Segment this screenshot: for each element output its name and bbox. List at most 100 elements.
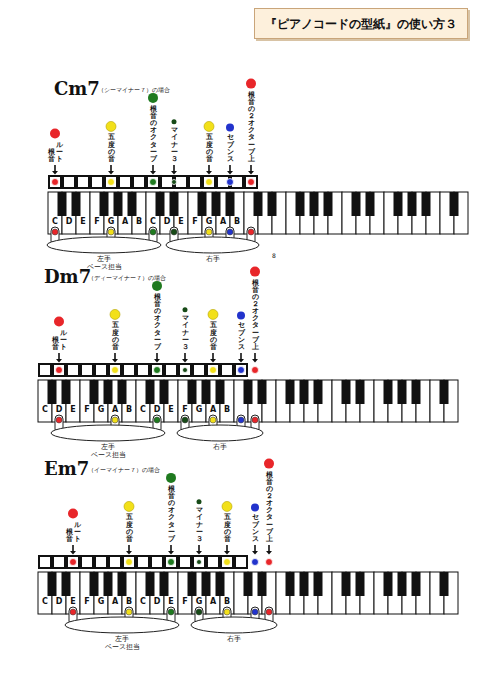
chord-name: Em7 bbox=[44, 458, 89, 479]
key-letter: D bbox=[160, 217, 174, 226]
template-dot bbox=[227, 179, 234, 186]
black-key bbox=[202, 572, 211, 596]
role-dot bbox=[54, 317, 64, 327]
template-cell bbox=[110, 365, 120, 375]
template-dot bbox=[224, 559, 231, 566]
template-cell bbox=[50, 177, 60, 187]
role-dot bbox=[152, 281, 162, 291]
black-key bbox=[314, 572, 323, 596]
role-dot bbox=[183, 307, 188, 312]
pointer-arrow bbox=[268, 545, 270, 551]
template-cell bbox=[134, 177, 144, 187]
chord-reading: （シーマイナー７）の場合 bbox=[98, 86, 170, 95]
key-letter: E bbox=[164, 597, 178, 606]
hand-palm bbox=[177, 425, 263, 441]
role-dot bbox=[226, 123, 234, 131]
template-cell bbox=[68, 557, 78, 567]
template-cell bbox=[120, 177, 130, 187]
black-key bbox=[258, 380, 267, 404]
black-key bbox=[62, 572, 71, 596]
template-dot bbox=[112, 367, 119, 374]
hand-label: 右手 bbox=[227, 635, 241, 644]
template-dot bbox=[168, 559, 175, 566]
black-key bbox=[384, 380, 393, 404]
key-letter: C bbox=[38, 597, 52, 606]
pointer-arrow bbox=[208, 165, 210, 171]
arrow-head bbox=[171, 171, 177, 175]
key-letter: B bbox=[122, 405, 136, 414]
keyboard bbox=[38, 353, 458, 441]
template-cell bbox=[222, 557, 232, 567]
template-cell bbox=[180, 365, 190, 375]
black-key bbox=[450, 192, 459, 216]
key-letter: E bbox=[76, 217, 90, 226]
key-letter: B bbox=[230, 217, 244, 226]
key-letter: F bbox=[178, 405, 192, 414]
template-cell bbox=[180, 557, 190, 567]
template-dot bbox=[266, 559, 273, 566]
template-cell bbox=[176, 177, 186, 187]
arrow-head bbox=[224, 551, 230, 555]
hand-palm bbox=[65, 617, 179, 633]
arrow-head bbox=[206, 171, 212, 175]
template-cell bbox=[40, 365, 50, 375]
key-letter: B bbox=[122, 597, 136, 606]
role-dot bbox=[250, 267, 260, 277]
template-cell bbox=[96, 365, 106, 375]
template-cell bbox=[204, 177, 214, 187]
note-role-label: ルート bbox=[56, 142, 63, 163]
key-letter: G bbox=[202, 217, 216, 226]
key-letter: A bbox=[216, 217, 230, 226]
hand-label: 左手 bbox=[115, 635, 129, 644]
finger-dot bbox=[168, 609, 174, 615]
black-key bbox=[258, 572, 267, 596]
template-dot bbox=[252, 559, 259, 566]
role-dot bbox=[197, 499, 202, 504]
black-key bbox=[398, 380, 407, 404]
hand-label: 左手 bbox=[97, 255, 111, 264]
key-letter: C bbox=[48, 217, 62, 226]
pointer-arrow bbox=[156, 353, 158, 359]
pointer-arrow bbox=[128, 545, 130, 551]
role-dot bbox=[237, 311, 245, 319]
black-key bbox=[422, 192, 431, 216]
pointer-arrow bbox=[250, 165, 252, 171]
black-key bbox=[72, 192, 81, 216]
role-dot bbox=[204, 121, 214, 131]
black-key bbox=[188, 380, 197, 404]
key-letter: G bbox=[104, 217, 118, 226]
template-dot bbox=[252, 367, 259, 374]
finger-dot bbox=[266, 609, 272, 615]
template-cell bbox=[54, 365, 64, 375]
black-key bbox=[104, 572, 113, 596]
hand-label: 右手 bbox=[213, 443, 227, 452]
arrow-head bbox=[252, 551, 258, 555]
template-cell bbox=[148, 177, 158, 187]
black-key bbox=[356, 572, 365, 596]
template-dot bbox=[183, 368, 188, 373]
key-letter: E bbox=[164, 405, 178, 414]
note-role-label: 五度の音 bbox=[206, 134, 213, 163]
black-key bbox=[156, 192, 165, 216]
key-letter: E bbox=[174, 217, 188, 226]
key-letter: A bbox=[206, 597, 220, 606]
key-letter: A bbox=[108, 405, 122, 414]
template-cell bbox=[54, 557, 64, 567]
template-dot bbox=[126, 559, 133, 566]
black-key bbox=[226, 192, 235, 216]
note-role-label: 五度の音 bbox=[126, 514, 133, 543]
black-key bbox=[286, 380, 295, 404]
role-dot bbox=[148, 93, 158, 103]
template-dot bbox=[108, 179, 115, 186]
pointer-arrow bbox=[229, 165, 231, 171]
finger-dot bbox=[224, 609, 230, 615]
template-cell bbox=[162, 177, 172, 187]
key-letter: D bbox=[150, 597, 164, 606]
pointer-arrow bbox=[198, 545, 200, 551]
black-key bbox=[160, 380, 169, 404]
role-dot bbox=[50, 129, 60, 139]
template-cell bbox=[92, 177, 102, 187]
template-cell bbox=[106, 177, 116, 187]
template-cell bbox=[194, 557, 204, 567]
black-key bbox=[412, 572, 421, 596]
